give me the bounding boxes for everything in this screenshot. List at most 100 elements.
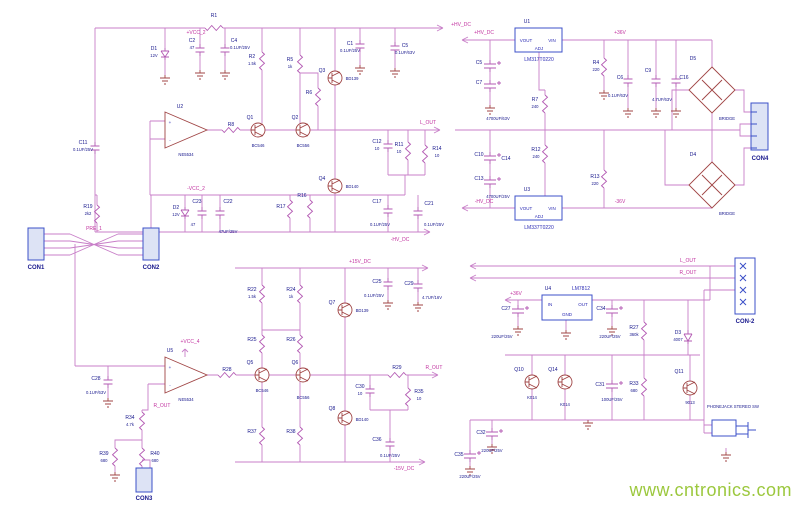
ground-icon (109, 471, 121, 482)
schematic-label: BD140 (346, 184, 359, 189)
ground-icon (412, 301, 424, 312)
schematic-label: 4007 (673, 337, 683, 342)
ground-icon (582, 419, 594, 430)
capacitor-symbol (413, 206, 423, 220)
schematic-label: 220 (593, 67, 601, 72)
schematic-label: C30 (355, 384, 364, 390)
polarized-capacitor-symbol (483, 79, 502, 93)
resistor-symbol (112, 447, 118, 467)
transistor-symbol (557, 374, 573, 390)
schematic-label: Q8 (329, 406, 336, 412)
schematic-label: Q11 (674, 369, 683, 375)
schematic-label: R19 (83, 204, 92, 210)
schematic-label: R37 (247, 429, 256, 435)
schematic-label: OUT (578, 302, 588, 307)
polarized-capacitor-symbol (605, 304, 624, 318)
schematic-label: 9013 (685, 400, 695, 405)
resistor-symbol (259, 334, 265, 354)
schematic-label: NE5534 (178, 397, 194, 402)
schematic-label: R28 (222, 367, 231, 373)
schematic-label: 220 (592, 181, 600, 186)
schematic-label: R17 (276, 204, 285, 210)
resistor-symbol (204, 25, 224, 31)
wires-headphone-section (469, 262, 735, 466)
schematic-label: R_OUT (426, 365, 443, 371)
schematic-label: C10 (474, 152, 483, 158)
schematic-label: C6 (617, 75, 624, 81)
schematic-label: U5 (167, 348, 174, 354)
polarized-capacitor-symbol (483, 59, 502, 73)
schematic-label: 0.1UF/25V (73, 147, 93, 152)
schematic-label: R_OUT (154, 403, 171, 409)
schematic-label: BC556 (297, 143, 310, 148)
schematic-label: - (169, 138, 171, 143)
schematic-label: 0.1UF/25V (364, 293, 384, 298)
schematic-label: +HV_DC (474, 30, 494, 36)
schematic-label: D3 (675, 330, 682, 336)
schematic-label: R12 (531, 147, 540, 153)
schematic-label: LM7812 (572, 286, 590, 292)
schematic-label: 0.1UF/25V (340, 48, 360, 53)
schematic-label: 12V (172, 212, 180, 217)
schematic-label: 10 (375, 146, 380, 151)
ground-icon (670, 107, 682, 118)
capacitor-symbol (413, 279, 423, 293)
schematic-label: C36 (372, 437, 381, 443)
transistor-symbol (337, 302, 353, 318)
schematic-label: BRIDGE (719, 211, 735, 216)
ground-icon (484, 104, 496, 115)
schematic-label: C11 (79, 140, 88, 146)
schematic-label: R29 (392, 365, 401, 371)
schematic-label: 1k (288, 64, 293, 69)
wires-power-supply (455, 36, 751, 212)
capacitor-symbol (383, 277, 393, 291)
schematic-label: +HV_DC (451, 22, 471, 28)
schematic-label: Q14 (548, 367, 558, 373)
schematic-label: U3 (524, 187, 531, 193)
polarized-capacitor-symbol (483, 151, 502, 165)
ground-icon (650, 107, 662, 118)
ground-icon (720, 451, 732, 462)
ground-icon (159, 74, 171, 85)
connector-con2 (142, 227, 160, 261)
schematic-label: K014 (527, 395, 537, 400)
schematic-label: 1.5k (248, 294, 257, 299)
ground-icon (560, 329, 572, 340)
polarized-capacitor-symbol (485, 427, 504, 441)
schematic-label: +VCC_4 (180, 339, 199, 345)
schematic-label: ADJ (535, 214, 544, 219)
schematic-label: LM337T0220 (524, 225, 554, 231)
schematic-label: R7 (532, 97, 539, 103)
schematic-label: C16 (679, 75, 688, 81)
resistor-symbol (315, 87, 321, 107)
schematic-label: -15V_DC (394, 466, 415, 472)
schematic-label: 680 (631, 388, 639, 393)
schematic-label: C12 (372, 139, 381, 145)
resistor-symbol (259, 284, 265, 304)
schematic-label: C32 (476, 430, 485, 436)
schematic-label: BD140 (356, 417, 369, 422)
bridge-rectifier-2 (688, 161, 736, 209)
resistor-symbol (601, 169, 607, 189)
capacitor-symbol (365, 384, 375, 398)
schematic-label: 4700UF/25V (486, 194, 510, 199)
schematic-label: 10 (435, 153, 440, 158)
zener-diode-symbol (160, 47, 170, 61)
schematic-label: VOUT (520, 38, 533, 43)
regulator-u3-box (514, 195, 563, 221)
phone-jack (711, 419, 756, 438)
schematic-label: D4 (690, 152, 697, 158)
schematic-label: C5 (402, 43, 409, 49)
schematic-label: C35 (454, 452, 463, 458)
schematic-label: Q7 (329, 300, 336, 306)
schematic-label: C14 (501, 156, 510, 162)
schematic-label: Q6 (292, 360, 299, 366)
schematic-label: C21 (424, 201, 433, 207)
schematic-label: 4.7k (126, 422, 135, 427)
schematic-label: R27 (629, 325, 638, 331)
schematic-label: 1k (289, 294, 294, 299)
schematic-label: C23 (192, 199, 201, 205)
schematic-label: IN (548, 302, 553, 307)
